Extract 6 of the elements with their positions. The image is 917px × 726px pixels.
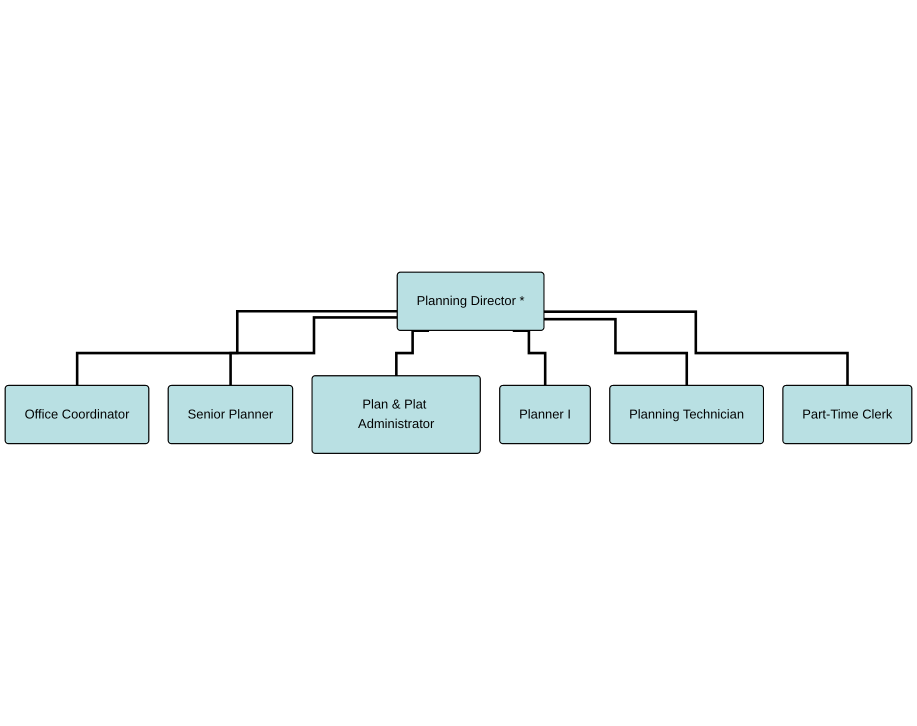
connector [544, 310, 849, 388]
connector [229, 316, 398, 388]
connector [544, 318, 688, 388]
connector [76, 310, 398, 388]
connector [395, 330, 430, 378]
connector [512, 330, 547, 388]
